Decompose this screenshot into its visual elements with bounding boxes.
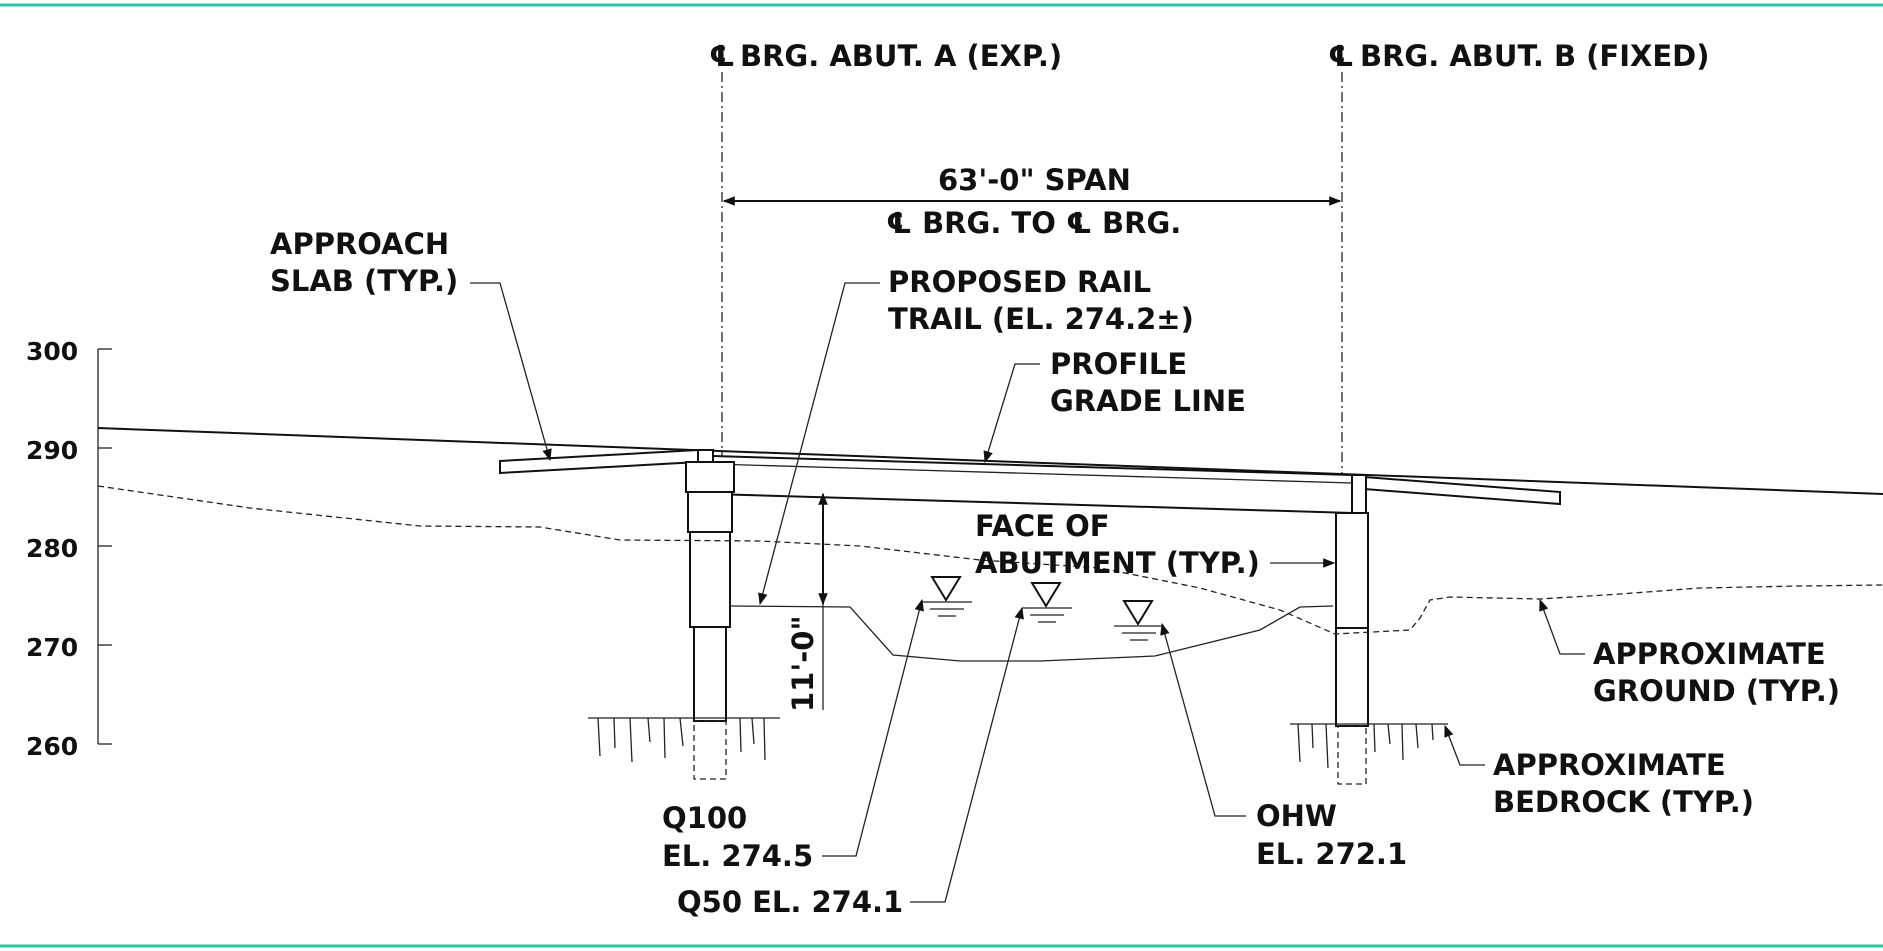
callout-profile-grade: PROFILE GRADE LINE xyxy=(983,347,1246,464)
approx-ground-line2: GROUND (TYP.) xyxy=(1593,674,1840,708)
tick-290: 290 xyxy=(26,436,78,465)
approx-bedrock-line2: BEDROCK (TYP.) xyxy=(1493,785,1754,819)
abutment-a xyxy=(685,461,735,780)
profile-grade-line1: PROFILE xyxy=(1050,347,1187,381)
approach-slab-left xyxy=(499,448,699,475)
frame-border xyxy=(0,3,1883,948)
callout-approx-bedrock: APPROXIMATE BEDROCK (TYP.) xyxy=(1444,724,1754,819)
ohw-line1: OHW xyxy=(1256,799,1337,833)
callout-ohw: OHW EL. 272.1 xyxy=(1160,622,1407,871)
abutment-b xyxy=(1335,512,1369,785)
profile-grade-line2: GRADE LINE xyxy=(1050,384,1246,418)
clearance-label: 11'-0" xyxy=(786,615,820,712)
tick-300: 300 xyxy=(26,337,78,366)
callout-face-abutment: FACE OF ABUTMENT (TYP.) xyxy=(975,509,1336,580)
rail-trail-line2: TRAIL (EL. 274.2±) xyxy=(888,302,1194,336)
span-dimension: 63'-0" SPAN ℄ BRG. TO ℄ BRG. xyxy=(722,163,1342,240)
callout-rail-trail: PROPOSED RAIL TRAIL (EL. 274.2±) xyxy=(758,265,1194,606)
water-level-q100-icon xyxy=(922,576,972,617)
elevation-axis: 300 290 280 270 260 xyxy=(26,337,112,761)
span-mid-text: BRG. TO xyxy=(912,206,1066,240)
span-cl-symbol-1: ℄ xyxy=(886,206,912,240)
centerline-abut-b: ℄ BRG. ABUT. B (FIXED) xyxy=(1328,39,1710,510)
approx-bedrock-line1: APPROXIMATE xyxy=(1493,748,1726,782)
q100-line1: Q100 xyxy=(662,801,747,835)
approximate-ground-line xyxy=(97,485,1883,635)
tick-270: 270 xyxy=(26,633,78,662)
approach-slab-line2: SLAB (TYP.) xyxy=(270,264,458,298)
span-length-label: 63'-0" SPAN xyxy=(938,163,1131,197)
span-bearing-label: ℄ BRG. TO ℄ BRG. xyxy=(886,206,1181,240)
bedrock-hatch-left xyxy=(588,717,780,763)
rail-trail-line1: PROPOSED RAIL xyxy=(888,265,1151,299)
cl-symbol-b: ℄ xyxy=(1328,39,1354,73)
callout-q100: Q100 EL. 274.5 xyxy=(662,598,924,873)
ohw-line2: EL. 272.1 xyxy=(1256,837,1407,871)
cl-label-abut-a: BRG. ABUT. A (EXP.) xyxy=(740,39,1062,73)
clearance-dimension: 11'-0" xyxy=(786,492,828,712)
bedrock-hatch-right xyxy=(1290,723,1448,769)
cl-label-abut-b: BRG. ABUT. B (FIXED) xyxy=(1360,39,1710,73)
approach-slab-line1: APPROACH xyxy=(270,227,449,261)
callout-approx-ground: APPROXIMATE GROUND (TYP.) xyxy=(1539,598,1840,708)
span-cl-symbol-2: ℄ xyxy=(1066,206,1092,240)
span-end-text: BRG. xyxy=(1092,206,1181,240)
callout-q50: Q50 EL. 274.1 xyxy=(677,606,1024,919)
centerline-abut-a: ℄ BRG. ABUT. A (EXP.) xyxy=(709,39,1062,490)
face-abutment-line1: FACE OF xyxy=(975,509,1110,543)
face-abutment-line2: ABUTMENT (TYP.) xyxy=(975,546,1260,580)
callout-approach-slab: APPROACH SLAB (TYP.) xyxy=(270,227,552,462)
water-level-ohw-icon xyxy=(1114,600,1164,641)
cl-symbol-a: ℄ xyxy=(709,39,735,73)
tick-280: 280 xyxy=(26,534,78,563)
q50-line1: Q50 EL. 274.1 xyxy=(677,885,903,919)
tick-260: 260 xyxy=(26,732,78,761)
channel-section-line xyxy=(729,605,1334,662)
q100-line2: EL. 274.5 xyxy=(662,839,813,873)
water-level-q50-icon xyxy=(1022,582,1072,623)
approx-ground-line1: APPROXIMATE xyxy=(1593,637,1826,671)
